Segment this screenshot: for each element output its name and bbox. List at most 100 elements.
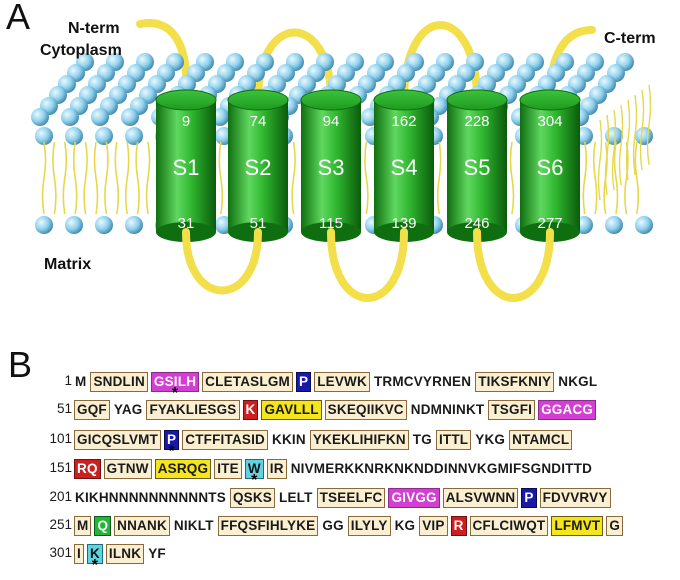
sequence-segment-tm: FYAKLIESGS <box>146 400 240 420</box>
lipid-head <box>125 127 143 145</box>
segment-text: Q <box>97 518 109 533</box>
helix-body <box>228 100 288 232</box>
star-marker: * <box>91 557 99 574</box>
segment-text: FFQSFIHLYKE <box>220 518 316 533</box>
lipid-tail <box>582 141 588 215</box>
helix-start-residue: 94 <box>323 113 340 130</box>
helix-start-residue: 162 <box>391 113 416 130</box>
sequence-row-number: 1 <box>64 373 72 388</box>
label-cytoplasm: Cytoplasm <box>40 42 122 59</box>
helix-end-residue: 277 <box>537 215 562 232</box>
sequence-segment-tm: GTNW <box>103 459 152 479</box>
segment-text: NKGL <box>558 374 598 389</box>
star-marker: * <box>168 443 175 460</box>
sequence-segment-tm: G <box>606 516 624 536</box>
sequence-row-number: 301 <box>49 545 72 560</box>
sequence-segment-tm: NNANK <box>114 516 170 536</box>
lipid-tail <box>114 141 120 215</box>
lipid-tail <box>436 141 442 215</box>
helix-top-cap <box>227 89 289 111</box>
sequence-segment-tm: TSGFI <box>488 400 536 420</box>
segment-text: TIKSFKNIY <box>478 374 552 389</box>
sequence-segment-plain: LELT <box>278 488 314 508</box>
segment-text: SNDLIN <box>93 374 145 389</box>
helix-start-residue: 228 <box>464 113 489 130</box>
lipid-head <box>121 108 139 126</box>
sequence-segment-tm: TSEELFC <box>316 488 386 508</box>
lipid-tail <box>124 141 130 215</box>
sequence-segment-tm: ALSVWNN <box>442 488 519 508</box>
sequence-segment-plain: TG <box>412 430 433 450</box>
segment-text: NIKLT <box>173 518 214 533</box>
segment-text: R <box>453 518 464 533</box>
lipid-head <box>125 216 143 234</box>
lipid-tail <box>509 141 515 215</box>
sequence-segment-tm: CFLCIWQT <box>469 516 549 536</box>
helix-top-cap <box>155 89 217 111</box>
segment-text: P <box>298 374 309 389</box>
segment-text: LEVWK <box>317 374 367 389</box>
loop-s5-s6 <box>473 228 554 302</box>
lipid-head <box>95 127 113 145</box>
segment-text: NTAMCL <box>512 432 570 447</box>
helix-body <box>156 100 216 232</box>
lipid-tail <box>62 141 68 215</box>
lipid-tail <box>634 141 640 215</box>
helix-body <box>301 100 361 232</box>
lipid-tail <box>611 109 617 191</box>
sequence-segment-cyn: K* <box>86 544 103 574</box>
segment-text: GICQSLVMT <box>77 432 159 447</box>
helix-top-cap <box>300 89 362 111</box>
label-nterm: N-term <box>68 20 120 37</box>
segment-text: I <box>77 546 81 561</box>
segment-text: GIVGG <box>391 490 437 505</box>
segment-text: VIP <box>422 518 445 533</box>
segment-text: ITE <box>217 461 239 476</box>
segment-text: TSEELFC <box>319 490 383 505</box>
helix-start-residue: 9 <box>182 113 190 130</box>
helix-start-residue: 304 <box>537 113 562 130</box>
lipid-tail <box>613 141 619 215</box>
label-matrix: Matrix <box>44 256 92 273</box>
sequence-row-number: 51 <box>56 401 72 416</box>
segment-text: W <box>247 461 261 476</box>
sequence-segment-tm: CTFFITASID <box>182 430 269 450</box>
segment-text: KKIN <box>272 432 306 447</box>
helix-end-residue: 31 <box>178 215 195 232</box>
segment-text: CTFFITASID <box>185 432 266 447</box>
helix-top-cap <box>519 89 581 111</box>
sequence-segment-tm: ILYLY <box>347 516 391 536</box>
sequence-segment-tm: ILNK <box>105 544 145 564</box>
sequence-segment-mag: GGACG <box>538 400 597 420</box>
sequence-segment-plain: YKG <box>474 430 506 450</box>
lipid-head <box>61 108 79 126</box>
sequence-segment-tm: GQF <box>74 400 110 420</box>
segment-text: P <box>524 490 534 505</box>
helix-name: S6 <box>537 155 564 180</box>
lipid-tail <box>218 141 224 215</box>
segment-text: ILYLY <box>350 518 388 533</box>
lipid-tail <box>624 141 629 215</box>
sequence-segment-red: R <box>450 516 467 536</box>
lipid-tail <box>632 94 638 176</box>
sequence-segment-tm: LEVWK <box>314 372 370 392</box>
lipid-tail <box>592 141 598 215</box>
segment-text: YKEKLIHIFKN <box>312 432 406 447</box>
star-marker: * <box>251 472 258 489</box>
lipid-head <box>31 108 49 126</box>
segment-text: RQ <box>77 461 98 476</box>
sequence-segment-tm: FFQSFIHLYKE <box>217 516 319 536</box>
panel-b-letter: B <box>8 344 33 385</box>
lipid-head <box>65 127 83 145</box>
helix-end-residue: 139 <box>391 215 416 232</box>
helix-name: S5 <box>464 155 491 180</box>
